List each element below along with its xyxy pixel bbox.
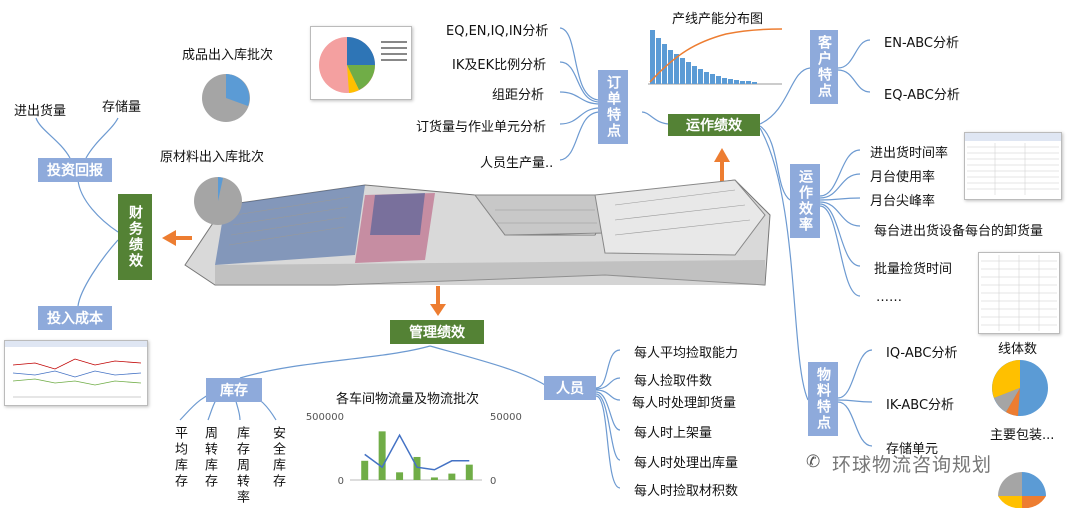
watermark: 环球物流咨询规划 — [832, 454, 993, 476]
personnel-item: 每人捡取件数 — [634, 374, 713, 389]
workshop-bar — [361, 460, 369, 480]
packaging-pie-chart — [998, 472, 1046, 508]
personnel-item: 每人时上架量 — [634, 426, 713, 441]
capacity-distribution-chart — [648, 28, 783, 85]
order-characteristics-box: 订单特点 — [598, 70, 628, 144]
packaging-title: 主要包装... — [990, 428, 1055, 443]
efficiency-item: 批量捡货时间 — [874, 262, 953, 277]
workshop-chart-title: 各车间物流量及物流批次 — [336, 392, 480, 407]
personnel-box: 人员 — [544, 376, 596, 400]
material-characteristics-box: 物料特点 — [808, 362, 838, 436]
order-item: IK及EK比例分析 — [452, 58, 547, 73]
management-performance-box: 管理绩效 — [390, 320, 484, 344]
workshop-bar — [413, 456, 421, 480]
roi-item: 进出货量 — [14, 104, 67, 119]
pie-chart-screenshot — [310, 26, 412, 100]
data-table-thumbnail — [978, 252, 1060, 334]
cost-box: 投入成本 — [38, 306, 112, 330]
finished-goods-pie-chart — [202, 74, 250, 122]
personnel-item: 每人时处理卸货量 — [632, 396, 737, 411]
workshop-bar — [430, 477, 438, 480]
line-chart-screenshot — [4, 340, 148, 406]
material-item: IQ-ABC分析 — [886, 346, 958, 361]
financial-performance-box: 财务绩效 — [118, 194, 152, 280]
roi-item: 存储量 — [102, 100, 142, 115]
order-item: EQ,EN,IQ,IN分析 — [446, 24, 549, 39]
roi-box: 投资回报 — [38, 158, 112, 182]
workshop-batch-line — [364, 433, 470, 471]
capacity-chart-title: 产线产能分布图 — [672, 12, 764, 27]
y-right-tick: 0 — [490, 476, 496, 487]
y-left-tick: 0 — [338, 476, 344, 487]
inventory-item: 安全库存 — [270, 426, 285, 490]
material-item: 存储单元 — [886, 442, 939, 457]
inventory-item: 周转库存 — [202, 426, 217, 490]
customer-item: EN-ABC分析 — [884, 36, 960, 51]
personnel-item: 每人时处理出库量 — [634, 456, 739, 471]
workshop-bar — [448, 473, 456, 480]
workshop-bar — [396, 472, 404, 480]
material-pie-title: 原材料出入库批次 — [160, 150, 265, 165]
efficiency-item: 进出货时间率 — [870, 146, 949, 161]
efficiency-item: 月台尖峰率 — [870, 194, 936, 209]
operation-performance-box: 运作绩效 — [668, 114, 760, 136]
y-left-tick: 500000 — [306, 412, 344, 423]
inventory-item: 平均库存 — [172, 426, 187, 490]
customer-characteristics-box: 客户特点 — [810, 30, 838, 104]
order-item: 组距分析 — [492, 88, 545, 103]
y-right-tick: 50000 — [490, 412, 522, 423]
workshop-bar — [465, 464, 473, 480]
inventory-box: 库存 — [206, 378, 262, 402]
customer-item: EQ-ABC分析 — [884, 88, 960, 103]
efficiency-item: …… — [876, 290, 902, 305]
efficiency-item: 月台使用率 — [870, 170, 936, 185]
watermark-icon: ✆ — [806, 452, 821, 472]
workshop-chart: 500000 0 50000 0 — [306, 412, 522, 487]
order-item: 订货量与作业单元分析 — [416, 120, 547, 135]
data-table-thumbnail — [964, 132, 1062, 200]
warehouse-illustration — [184, 179, 771, 286]
line-body-pie-chart — [992, 360, 1048, 416]
personnel-item: 每人平均捡取能力 — [634, 346, 739, 361]
operation-efficiency-box: 运作效率 — [790, 164, 820, 238]
workshop-bar — [378, 431, 386, 480]
line-body-title: 线体数 — [998, 342, 1038, 357]
inventory-item: 库存周转率 — [234, 426, 249, 506]
personnel-item: 每人时捡取材积数 — [634, 484, 739, 499]
order-item: 人员生产量.. — [480, 156, 554, 171]
material-item: IK-ABC分析 — [886, 398, 955, 413]
finished-pie-title: 成品出入库批次 — [182, 48, 274, 63]
efficiency-item: 每台进出货设备每台的卸货量 — [874, 224, 1044, 239]
material-pie-chart — [194, 177, 242, 225]
